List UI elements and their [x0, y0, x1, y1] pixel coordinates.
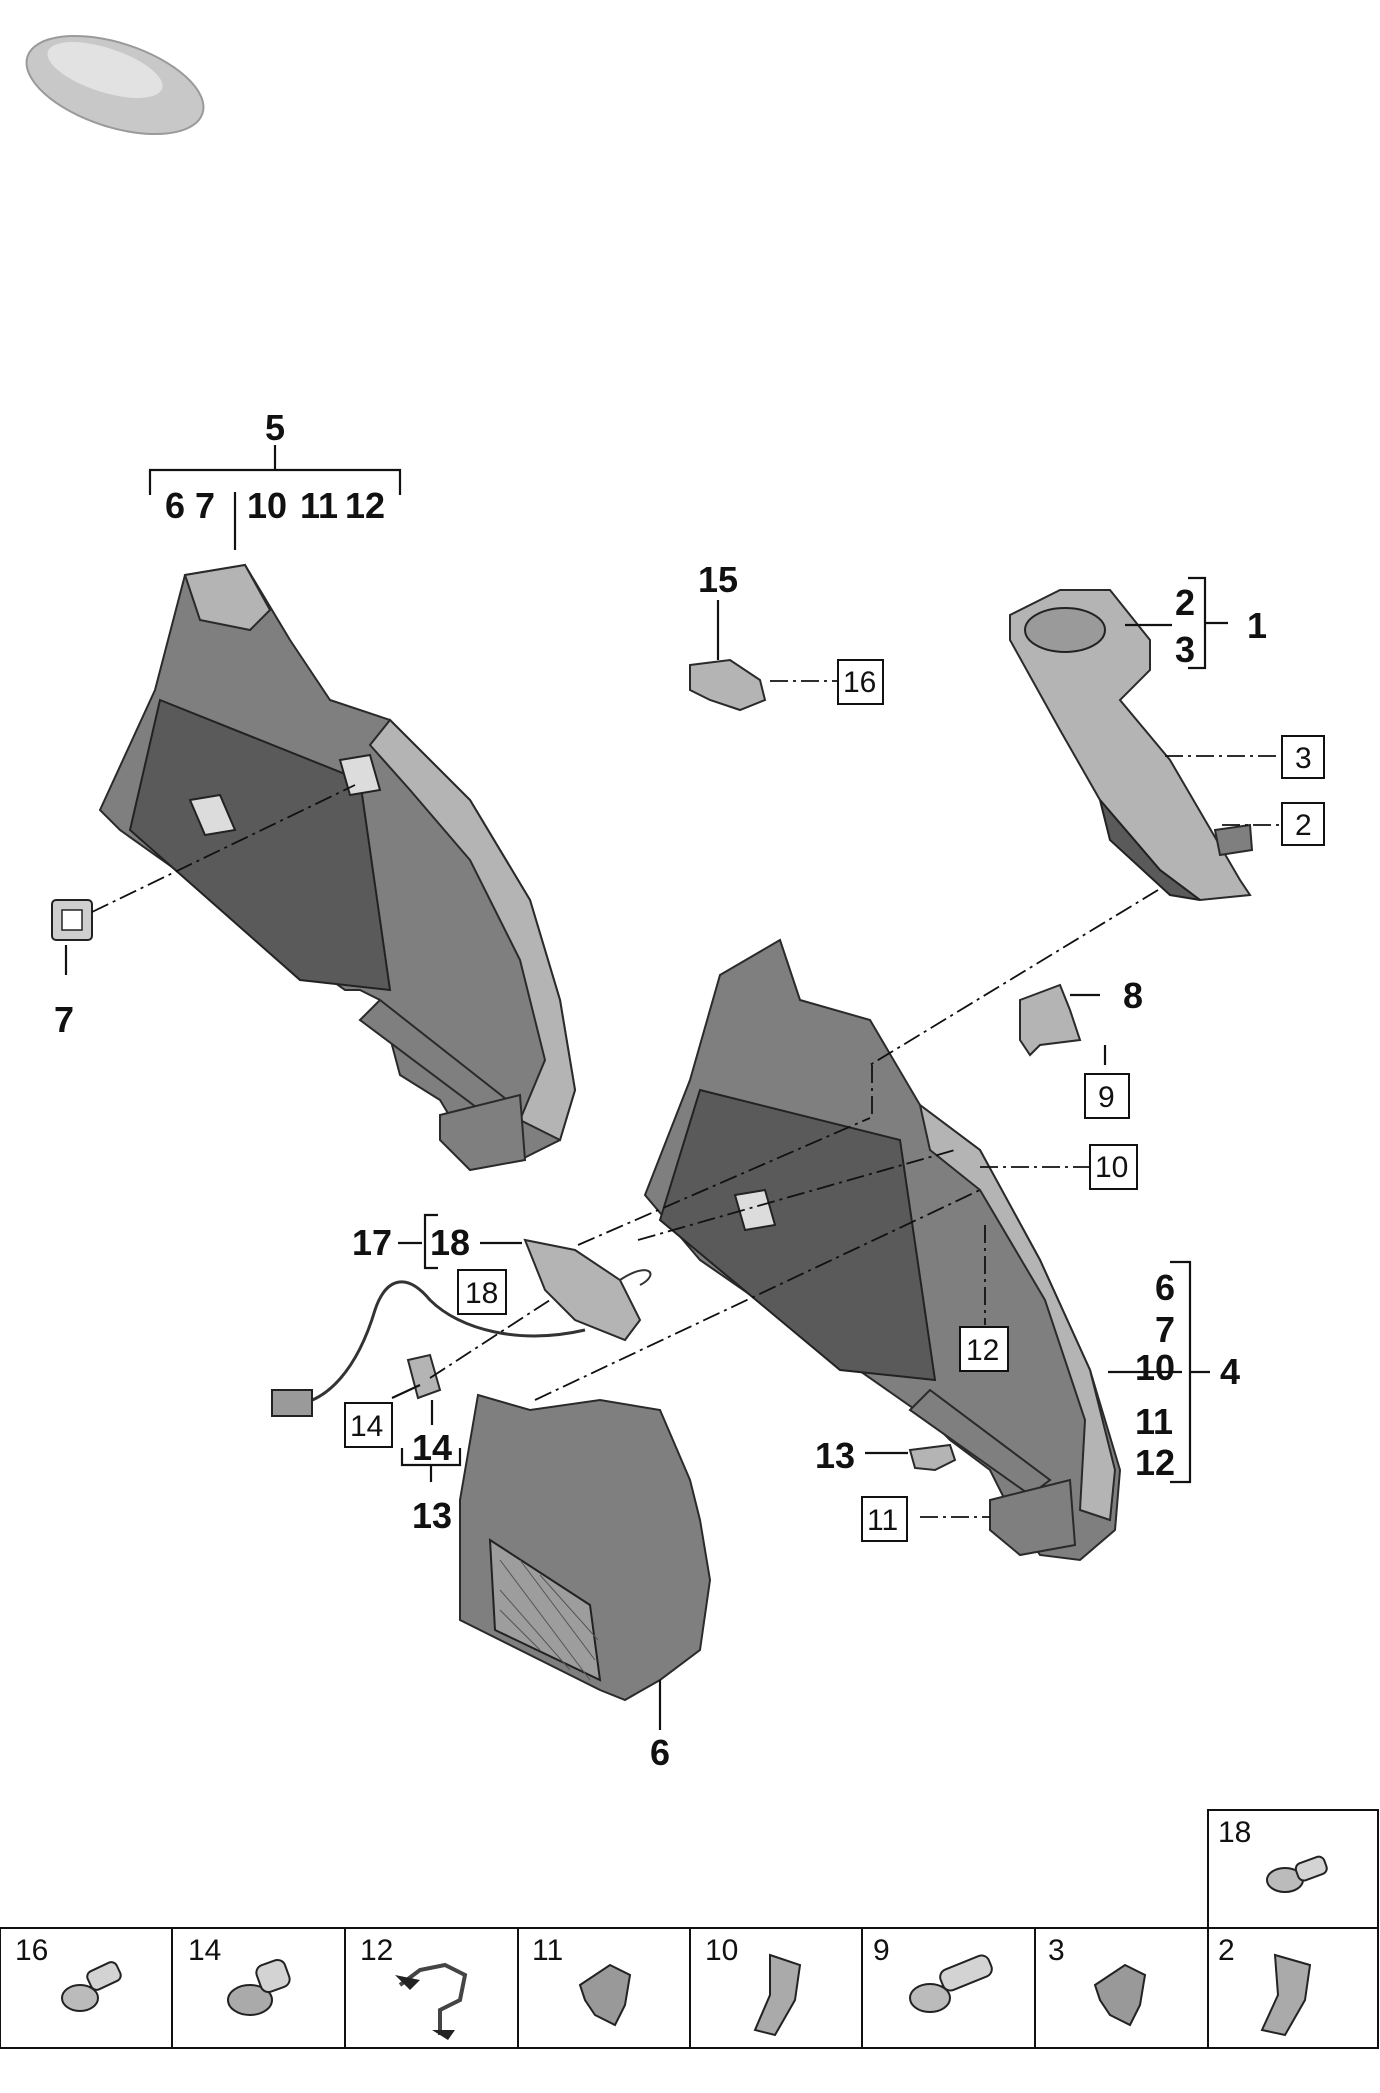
- callout-5: 5: [265, 407, 285, 448]
- callout-12: 12: [966, 1334, 999, 1367]
- left-trim-panel: [98, 563, 577, 1172]
- leader-lines: [64, 445, 1282, 1730]
- callout-14: 14: [412, 1427, 452, 1468]
- callout-9-box: 9: [1084, 1073, 1130, 1119]
- callout-9: 9: [1098, 1081, 1115, 1114]
- callout-5-item: 6: [165, 485, 185, 526]
- fastener-cell-label: 11: [532, 1934, 563, 1967]
- vehicle-thumbnail-icon: [25, 34, 205, 136]
- callout-5-item: 10: [247, 485, 287, 526]
- socket-14: [406, 1353, 442, 1400]
- callout-14-boxed: 14: [350, 1410, 383, 1443]
- spring-clip-icon: [1260, 1953, 1312, 2037]
- callout-18: 18: [430, 1222, 470, 1263]
- callout-16: 16: [843, 666, 876, 699]
- callout-10: 10: [1095, 1151, 1128, 1184]
- callout-4-item: 12: [1135, 1442, 1175, 1483]
- screw-icon: [1266, 1855, 1328, 1893]
- callout-13: 13: [412, 1495, 452, 1536]
- callout-2-box: 2: [1281, 802, 1325, 846]
- clip-icon: [578, 1963, 632, 2027]
- callout-7: 7: [54, 999, 74, 1040]
- callout-4-item: 7: [1155, 1309, 1175, 1350]
- screw-icon: [909, 1954, 993, 2013]
- callout-3: 3: [1295, 742, 1312, 775]
- wire-clip-icon: [395, 1962, 468, 2040]
- fastener-cell-label: 14: [188, 1934, 221, 1967]
- callout-16-box: 16: [837, 659, 884, 705]
- callout-1-item: 3: [1175, 629, 1195, 670]
- callout-1: 1: [1247, 605, 1267, 646]
- spring-clip-icon: [753, 1953, 802, 2037]
- clip-icon: [1093, 1963, 1147, 2027]
- callout-5-item: 12: [345, 485, 385, 526]
- callout-5-item: 7: [195, 485, 215, 526]
- callout-2: 2: [1295, 809, 1312, 842]
- fastener-cell-label: 2: [1218, 1934, 1235, 1967]
- callout-8: 8: [1123, 975, 1143, 1016]
- callout-13-right: 13: [815, 1435, 855, 1476]
- callout-5-item: 11: [300, 485, 338, 526]
- upper-pillar-trim: [1009, 589, 1254, 902]
- callout-15: 15: [698, 559, 738, 600]
- callout-4: 4: [1220, 1351, 1240, 1392]
- clip-7: [51, 899, 93, 941]
- clip-13: [908, 1443, 957, 1472]
- fastener-cell-label: 9: [873, 1934, 890, 1967]
- callout-18-boxed: 18: [465, 1277, 498, 1310]
- callout-3-box: 3: [1281, 735, 1325, 779]
- callout-1-item: 2: [1175, 582, 1195, 623]
- callout-4-item: 6: [1155, 1267, 1175, 1308]
- callout-12-box: 12: [959, 1326, 1009, 1372]
- callout-11: 11: [867, 1504, 898, 1537]
- fastener-cell-label: 3: [1048, 1934, 1065, 1967]
- bracket-15: [689, 658, 767, 712]
- bracket-8: [1019, 983, 1082, 1057]
- callout-11-box: 11: [861, 1496, 908, 1542]
- fastener-cell-label: 10: [705, 1934, 738, 1967]
- callout-6: 6: [650, 1732, 670, 1773]
- fastener-table: 18 16 14 12 11 10 9 3 2: [0, 1809, 1379, 2049]
- callout-17: 17: [352, 1222, 392, 1263]
- storage-box-6: [459, 1393, 712, 1702]
- callout-14-box: 14: [344, 1402, 393, 1448]
- screw-icon: [61, 1961, 122, 2012]
- callout-18-box: 18: [457, 1269, 507, 1315]
- fastener-cell-label: 18: [1218, 1816, 1251, 1849]
- callout-4-item: 10: [1135, 1347, 1175, 1388]
- light-18: [523, 1238, 652, 1342]
- right-trim-panel: [643, 938, 1122, 1562]
- rivet-icon: [227, 1958, 291, 2016]
- fastener-cell-label: 16: [15, 1934, 48, 1967]
- callout-10-box: 10: [1089, 1144, 1138, 1190]
- cable-17: [271, 1280, 586, 1417]
- callout-4-item: 11: [1135, 1401, 1173, 1442]
- fastener-cell-label: 12: [360, 1934, 393, 1967]
